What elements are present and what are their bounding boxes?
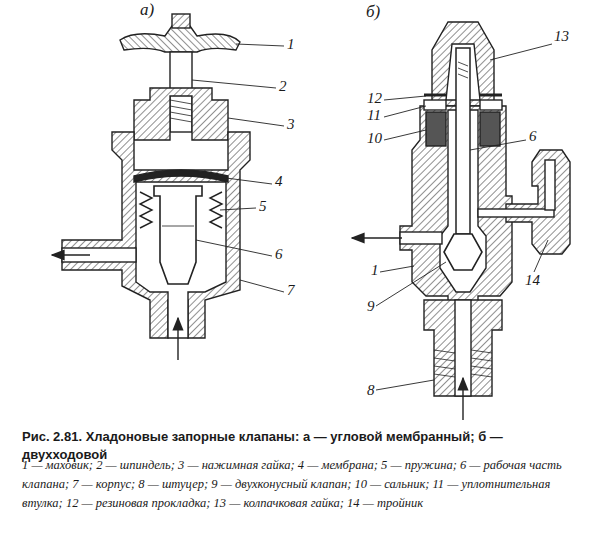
- callout-number: 14: [524, 272, 541, 289]
- gland: [426, 112, 446, 146]
- callout-number: 1: [370, 262, 380, 279]
- callout-number: 6: [528, 128, 538, 145]
- parts-list: 1 — маховик; 2 — шпиндель; 3 — нажимная …: [22, 456, 578, 513]
- callout-number: 12: [366, 90, 383, 107]
- flow-arrow: [352, 237, 402, 238]
- body-cavity: [136, 182, 226, 338]
- figure-letter: а): [140, 0, 154, 20]
- flow-arrow: [462, 378, 463, 420]
- callout-number: 10: [366, 130, 383, 147]
- callout-number: 13: [553, 28, 570, 45]
- tee: [506, 150, 570, 254]
- callout-number: 11: [366, 107, 382, 124]
- callout-number: 1: [286, 36, 296, 53]
- callout-number: 6: [274, 246, 284, 263]
- figure-letter: б): [366, 2, 380, 22]
- valve-plug: [154, 186, 202, 284]
- sealing-bushing: [424, 100, 446, 110]
- callout-number: 2: [278, 78, 288, 95]
- double-cone-valve: [444, 234, 482, 270]
- callout-number: 3: [286, 116, 296, 133]
- flow-arrow: [177, 318, 178, 360]
- gland: [480, 112, 500, 146]
- callout-number: 4: [274, 173, 284, 190]
- rubber-gasket: [480, 94, 502, 97]
- callout-number: 7: [286, 282, 296, 299]
- flow-arrow: [52, 254, 90, 255]
- callout-number: 5: [258, 198, 268, 215]
- handwheel-nut: [172, 14, 190, 28]
- spindle: [456, 48, 470, 234]
- pressing-nut: [134, 88, 228, 140]
- valve-body: [62, 132, 250, 338]
- sealing-bushing: [480, 100, 502, 110]
- spring: [140, 192, 152, 228]
- callout-number: 9: [366, 298, 376, 315]
- handwheel: [120, 26, 240, 52]
- membrane: [134, 170, 228, 182]
- callout-number: 8: [366, 382, 376, 399]
- rubber-gasket: [424, 94, 446, 97]
